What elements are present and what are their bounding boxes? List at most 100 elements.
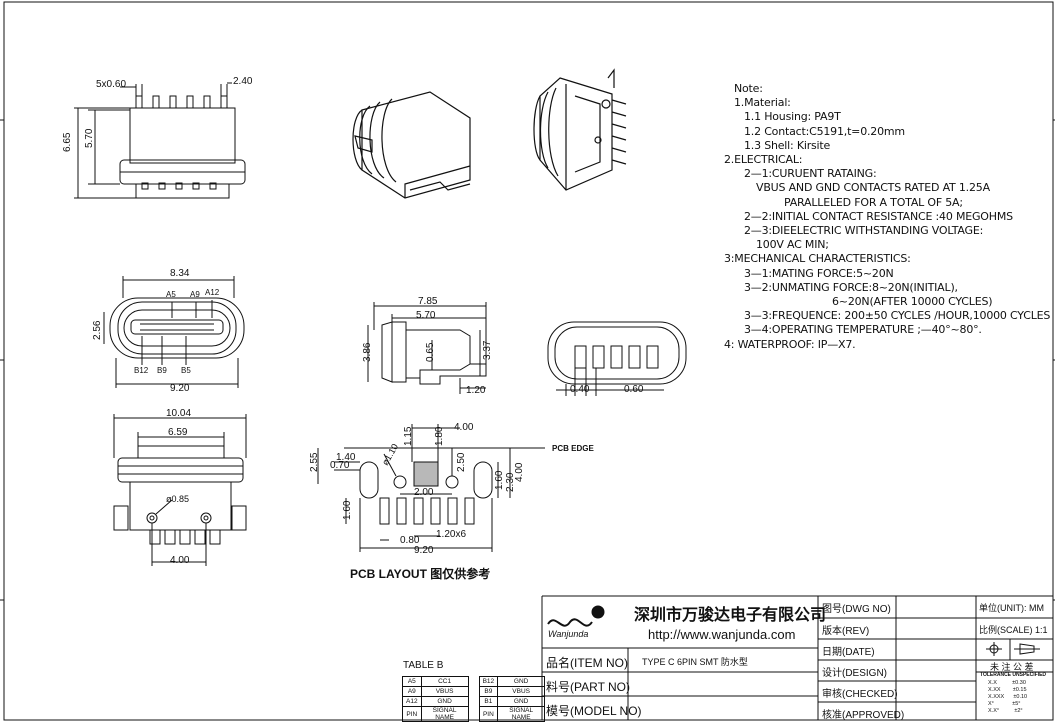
dim-bot-w1: 10.04 [166, 408, 192, 419]
pcb-layout [317, 424, 545, 552]
item-label: 品名(ITEM NO) [546, 656, 628, 670]
table-cell: B9 [478, 686, 499, 697]
tol-key: X.X [988, 680, 997, 686]
tol-key: X.XX [988, 687, 1001, 693]
part-label: 料号(PART NO) [546, 680, 631, 694]
date-label: 日期(DATE) [822, 647, 875, 658]
checked-label: 审核(CHECKED) [822, 689, 898, 700]
dim-pcb-w7: 0.80 [400, 535, 420, 546]
table-gap [467, 696, 480, 707]
table-cell: GND [420, 696, 469, 707]
table-cell: B12 [478, 676, 499, 687]
item-value: TYPE C 6PIN SMT 防水型 [642, 657, 748, 667]
dim-pcb-w4: 1.40 [336, 452, 356, 463]
rev-label: 版本(REV) [822, 626, 870, 637]
dim-pcb-h8: 1.60 [342, 500, 353, 520]
tol-row: X.XXX ±0.10 [988, 694, 1027, 701]
notes-line: 1.Material: [734, 96, 791, 110]
pcb-edge-label: PCB EDGE [552, 444, 594, 453]
table-gap [467, 706, 480, 722]
notes-line: 2.ELECTRICAL: [724, 153, 803, 167]
table-row: A9 VBUS B9 VBUS [402, 686, 546, 697]
dim-front-w: 8.34 [170, 268, 190, 279]
table-cell: GND [497, 676, 546, 687]
wanjunda-logo [547, 605, 605, 627]
notes-line: 2—3:DIEELECTRIC WITHSTANDING VOLTAGE: [744, 224, 984, 238]
unit-label-text: 单位(UNIT) [979, 603, 1024, 613]
side-view [367, 302, 487, 394]
iso-view-right [533, 68, 627, 191]
dim-top-h2: 5.70 [84, 128, 95, 148]
pin-label-a9: A9 [190, 290, 200, 299]
dim-side-h1: 3.86 [362, 342, 373, 362]
tolerance-rows: X.X ±0.30 X.XX ±0.15 X.XXX ±0.10 X° ±5° … [988, 680, 1027, 715]
table-gap [467, 686, 480, 697]
table-cell: VBUS [420, 686, 469, 697]
dwg-label: 图号(DWG NO) [822, 604, 891, 615]
tol-key: X.X° [988, 708, 1000, 714]
pcb-caption: PCB LAYOUT 图仅供参考 [350, 567, 491, 581]
pin-label-a5: A5 [166, 290, 176, 299]
tolerance-subtitle: TOLERANCE UNSPECIFIED [980, 672, 1047, 678]
dim-pcb-w8: 1.20x6 [436, 529, 467, 540]
scale-label-text: 比例(SCALE) [979, 625, 1033, 635]
logo-text: Wanjunda [548, 629, 589, 639]
pin-label-a12: A12 [205, 288, 220, 297]
table-cell: PIN [478, 706, 499, 722]
dim-side-h2: 0.65 [425, 342, 436, 362]
tol-value: ±0.10 [1013, 694, 1028, 700]
table-cell: CC1 [420, 676, 469, 687]
dim-bot-w3: 4.00 [170, 555, 190, 566]
table-cell: PIN [402, 706, 422, 722]
table-cell: A5 [402, 676, 422, 687]
table-cell: A9 [402, 686, 422, 697]
table-cell: B1 [478, 696, 499, 707]
dim-pcb-h3: 2.55 [309, 452, 320, 472]
dim-side-w3: 1.20 [466, 385, 486, 396]
table-b: A5 CC1 B12 GND A9 VBUS B9 VBUS A12 GND B… [402, 676, 546, 722]
dim-top-pins: 5x0.60 [96, 79, 127, 90]
tol-key: X.XXX [988, 694, 1005, 700]
scale-label: 比例(SCALE) 1:1 [979, 623, 1048, 636]
table-gap [467, 676, 480, 687]
tol-value: ±0.30 [1012, 680, 1026, 686]
dim-pcb-w1: 4.00 [454, 422, 474, 433]
tol-key: X° [988, 701, 994, 707]
notes-line: 4: WATERPROOF: IP—X7. [724, 337, 856, 351]
table-cell: GND [497, 696, 546, 707]
dim-bot-hole: ø0.85 [166, 494, 190, 504]
dim-top-pitch: 2.40 [233, 76, 253, 87]
table-row: PIN SIGNAL NAME PIN SIGNAL NAME [402, 706, 546, 722]
dim-pcb-h4: 2.50 [456, 452, 467, 472]
dim-bot-w2: 6.59 [168, 427, 188, 438]
dim-pcb-h2: 1.80 [434, 426, 445, 446]
table-cell: VBUS [497, 686, 546, 697]
tol-row: X.X° ±2° [988, 708, 1027, 715]
dim-rear-w1: 0.40 [570, 384, 590, 395]
tol-value: ±0.15 [1012, 687, 1027, 693]
dim-pcb-w5: 0.70 [330, 460, 350, 471]
tolerance-title: 未 注 公 差 [990, 662, 1034, 672]
dim-front-h: 2.56 [92, 320, 103, 340]
notes-line: 2—1:CURUENT RATAING: [744, 167, 877, 181]
notes-line: 1.3 Shell: Kirsite [744, 138, 831, 152]
dim-side-h3: 3.37 [482, 340, 493, 360]
dim-rear-w2: 0.60 [624, 384, 644, 395]
dim-side-w2: 5.70 [416, 310, 436, 321]
table-cell: A12 [402, 696, 422, 707]
notes-line: 3—1:MATING FORCE:5~20N [744, 266, 894, 280]
pin-label-b12: B12 [134, 366, 149, 375]
table-cell: SIGNAL NAME [420, 706, 469, 722]
design-label: 设计(DESIGN) [822, 668, 887, 679]
notes-line: 3—3:FREQUENCE: 200±50 CYCLES /HOUR,10000… [744, 309, 1051, 323]
company-name: 深圳市万骏达电子有限公司 [634, 607, 827, 624]
notes-line: 2—2:INITIAL CONTACT RESISTANCE :40 MEGOH… [744, 209, 1013, 223]
notes-line: PARALLELED FOR A TOTAL OF 5A; [784, 195, 963, 209]
notes-line: 100V AC MIN; [756, 238, 829, 252]
table-row: A12 GND B1 GND [402, 696, 546, 707]
table-b-title: TABLE B [403, 660, 444, 671]
notes-block: Note: 1.Material: 1.1 Housing: PA9T 1.2 … [724, 82, 1050, 352]
table-row: A5 CC1 B12 GND [402, 676, 546, 687]
company-url: http://www.wanjunda.com [648, 627, 796, 642]
dim-pcb-h7: 4.00 [514, 462, 525, 482]
